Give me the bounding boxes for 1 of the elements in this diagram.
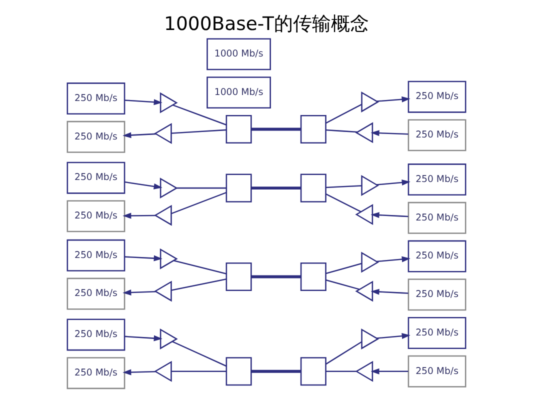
diagram-title: 1000Base-T的传输概念 <box>164 14 369 35</box>
